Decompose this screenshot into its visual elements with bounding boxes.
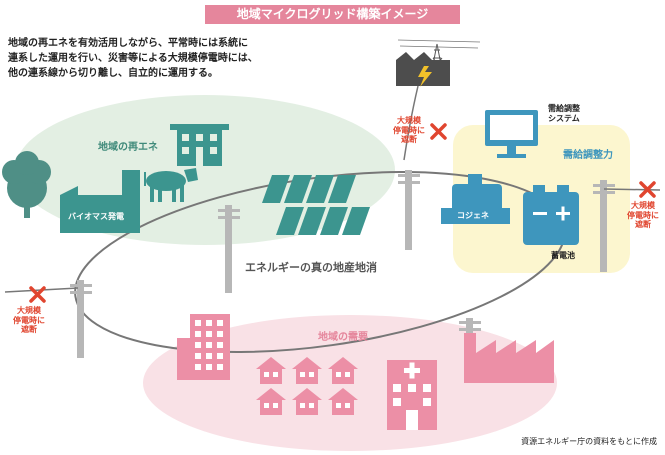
factory-icon <box>464 333 554 383</box>
house <box>328 357 358 384</box>
warning-line: 遮断 <box>635 220 651 229</box>
solar-panel <box>342 207 370 235</box>
houses-icon <box>256 357 358 415</box>
cut-icon <box>29 123 656 303</box>
solar-panel <box>328 175 356 203</box>
house <box>256 357 286 384</box>
solar-panel <box>276 207 304 235</box>
cogen-label: コジェネ <box>457 211 489 220</box>
warning-line: 大規模 <box>631 201 655 210</box>
intro-line: 連系した運用を行い、災害等による大規模停電時には、 <box>8 53 258 64</box>
utility-pole <box>459 321 481 324</box>
cow-icon <box>144 168 198 202</box>
utility-pole <box>600 180 607 272</box>
utility-pole <box>593 191 615 194</box>
demand-zone-label: 地域の需要 <box>318 332 368 343</box>
diagram-title: 地域マイクログリッド構築イメージ <box>205 5 460 24</box>
utility-pole <box>593 184 615 187</box>
house <box>256 388 286 415</box>
window <box>217 320 223 326</box>
battery-label: 蓄電池 <box>551 251 575 260</box>
utility-pole <box>225 205 232 293</box>
utility-pole <box>405 170 412 250</box>
utility-pole <box>398 174 420 177</box>
house <box>292 388 322 415</box>
window <box>206 320 212 326</box>
warning-line: 停電時に <box>627 210 659 220</box>
control-system-line: 需給調整 <box>548 104 580 113</box>
warning-line: 停電時に <box>393 125 425 135</box>
utility-pole <box>459 328 481 331</box>
utility-pole <box>218 216 240 219</box>
solar-panel <box>306 175 334 203</box>
apartment-building-icon <box>177 314 230 380</box>
window <box>195 353 201 359</box>
window <box>195 320 201 326</box>
power-plant-icon <box>396 52 450 87</box>
solar-panel <box>284 175 312 203</box>
solar-panel-icon <box>262 175 370 235</box>
tree-icon <box>2 151 51 218</box>
warning-line: 停電時に <box>13 315 45 325</box>
renewable-zone-label: 地域の再エネ <box>98 142 158 153</box>
house <box>328 388 358 415</box>
source-note: 資源エネルギー庁の資料をもとに作成 <box>521 437 657 446</box>
cogeneration-icon <box>441 174 510 224</box>
solar-panel <box>320 207 348 235</box>
utility-pole <box>77 280 84 358</box>
monitor-icon <box>485 110 538 158</box>
utility-pole <box>218 209 240 212</box>
warning-line: 遮断 <box>401 135 417 144</box>
office-building-icon <box>170 124 229 166</box>
grid-line <box>403 85 419 161</box>
hospital-icon <box>387 360 437 430</box>
center-label: エネルギーの真の地産地消 <box>245 261 377 274</box>
warning-line: 遮断 <box>21 325 37 334</box>
window <box>195 331 201 337</box>
window <box>206 364 212 370</box>
warning-label-right: 大規模 停電時に 遮断 <box>627 201 659 230</box>
window <box>206 353 212 359</box>
biomass-label: バイオマス発電 <box>68 212 124 221</box>
window <box>217 331 223 337</box>
control-system-line: システム <box>548 114 580 123</box>
utility-pole <box>398 181 420 184</box>
window <box>217 353 223 359</box>
window <box>217 342 223 348</box>
utility-pole <box>70 291 92 294</box>
window <box>217 364 223 370</box>
window <box>195 364 201 370</box>
intro-line: 他の連系線から切り離し、自立的に運用する。 <box>8 68 218 79</box>
warning-label-left: 大規模 停電時に 遮断 <box>13 306 45 335</box>
window <box>206 331 212 337</box>
window <box>206 342 212 348</box>
house <box>292 357 322 384</box>
biomass-plant-icon <box>60 170 140 233</box>
battery-icon <box>523 185 579 245</box>
intro-text: 地域の再エネを有効活用しながら、平常時には系統に 連系した運用を行い、災害等によ… <box>8 36 298 81</box>
warning-line: 大規模 <box>397 116 421 125</box>
grid-tower-icon <box>397 39 481 71</box>
warning-line: 大規模 <box>17 306 41 315</box>
utility-pole <box>70 284 92 287</box>
warning-label-top: 大規模 停電時に 遮断 <box>393 116 425 145</box>
external-line <box>603 188 661 191</box>
solar-panel <box>262 175 290 203</box>
intro-line: 地域の再エネを有効活用しながら、平常時には系統に <box>8 38 248 49</box>
solar-panel <box>298 207 326 235</box>
supply-adjust-label: 需給調整力 <box>563 150 613 161</box>
window <box>195 342 201 348</box>
control-system-label: 需給調整 システム <box>548 104 580 124</box>
